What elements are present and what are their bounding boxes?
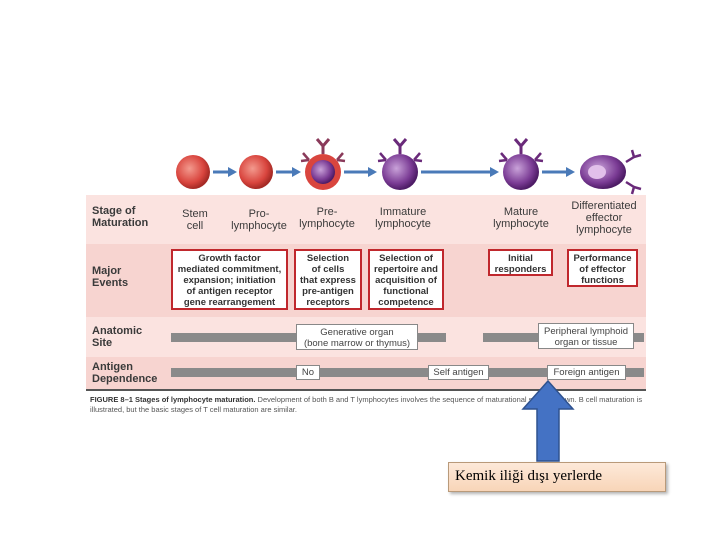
antigen-self-label: Self antigen: [428, 365, 489, 380]
stage-label-stem: Stem cell: [182, 208, 208, 232]
event-box-1: Growth factor mediated commitment, expan…: [171, 249, 288, 310]
row-label-events: Major Events: [92, 265, 129, 289]
stage-label-pre: Pre- lymphocyte: [299, 206, 355, 230]
immature-lymphocyte-icon: [377, 138, 423, 190]
effector-lymphocyte-icon: [580, 149, 642, 195]
row-label-antigen: Antigen Dependence: [92, 361, 158, 385]
antigen-bar-mid2: [489, 368, 547, 377]
event-box-4: Initial responders: [488, 249, 553, 276]
progression-arrows: [213, 167, 575, 177]
antigen-no-label: No: [296, 365, 320, 380]
events-row-bg: [86, 244, 646, 317]
antigen-bar-left: [171, 368, 296, 377]
figure-caption: FIGURE 8–1 Stages of lymphocyte maturati…: [90, 395, 648, 415]
callout-up-arrow-icon: [521, 379, 575, 462]
antigen-bar-right: [626, 368, 644, 377]
event-box-5: Performance of effector functions: [567, 249, 638, 287]
mature-lymphocyte-icon: [498, 138, 544, 190]
stage-row-bg: [86, 195, 646, 244]
caption-title: FIGURE 8–1 Stages of lymphocyte maturati…: [90, 395, 256, 404]
row-label-site: Anatomic Site: [92, 325, 143, 349]
antigen-bar-mid: [320, 368, 428, 377]
stage-label-effector: Differentiated effector lymphocyte: [571, 200, 637, 236]
event-box-2: Selection of cells that express pre-anti…: [294, 249, 362, 310]
stage-label-immature: Immature lymphocyte: [375, 206, 431, 230]
stage-label-pro: Pro- lymphocyte: [231, 208, 287, 232]
event-box-3: Selection of repertoire and acquisition …: [368, 249, 444, 310]
antigen-foreign-label: Foreign antigen: [547, 365, 626, 380]
caption-text: Development of both B and T lymphocytes …: [90, 395, 643, 414]
stage-label-mature: Mature lymphocyte: [493, 206, 549, 230]
table-bottom-rule: [86, 389, 646, 391]
site-peripheral-label: Peripheral lymphoid organ or tissue: [538, 323, 634, 349]
site-generative-label: Generative organ (bone marrow or thymus): [296, 324, 418, 350]
site-bar-mid: [418, 333, 446, 342]
site-bar-right: [483, 333, 540, 342]
site-bar-end: [634, 333, 644, 342]
cell-diagram: [176, 138, 642, 195]
row-label-stage: Stage of Maturation: [92, 205, 149, 229]
site-bar-left: [171, 333, 296, 342]
stem-cell-icon: [176, 155, 210, 189]
pro-lymphocyte-icon: [239, 155, 273, 189]
note-box: Kemik iliği dışı yerlerde: [448, 462, 666, 492]
pre-lymphocyte-icon: [300, 138, 346, 190]
